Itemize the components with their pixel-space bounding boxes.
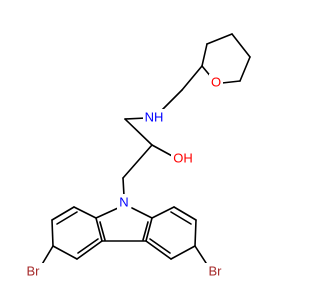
atom-labels: O NH OH N Br Br <box>21 74 227 279</box>
bond-left-5 <box>76 240 103 260</box>
bond-right-double-3 <box>142 221 149 241</box>
bond-thf-c4-o <box>221 80 241 84</box>
bond-right-5 <box>145 240 172 260</box>
bond-right-double-2 <box>149 238 171 254</box>
bond-ch2-nh <box>161 89 183 111</box>
bond-left-double-2 <box>77 238 99 254</box>
bond-c9a-c4a <box>95 217 103 242</box>
bond-choh-ch2 <box>122 144 153 179</box>
bond-left-4 <box>52 245 78 260</box>
bond-n-c8a <box>131 207 153 219</box>
bond-right-1 <box>151 206 175 219</box>
bond-n-c9a <box>95 207 119 219</box>
bromine-label-left: Br <box>27 264 41 279</box>
bond-right-double-1 <box>170 211 192 225</box>
oxygen-label-ring: O <box>211 75 221 90</box>
bond-thf-ch2 <box>181 65 203 91</box>
bond-left-double-3 <box>99 221 106 241</box>
bond-thf-c3-c4 <box>239 56 251 82</box>
bond-thf-c2-c3 <box>231 33 251 58</box>
bond-left-double-1 <box>56 211 78 225</box>
bond-thf-c1-cring <box>201 43 208 67</box>
bond-c8a-c4b <box>145 217 153 242</box>
bonds <box>40 33 251 267</box>
bond-right-4 <box>170 245 196 260</box>
bond-ch2-choh <box>124 118 153 146</box>
bond-nh-ch2 <box>124 117 147 120</box>
bond-left-3 <box>51 219 54 247</box>
amine-label: NH <box>145 110 164 125</box>
bond-left-1 <box>73 206 97 219</box>
bond-thf-c1-c2 <box>206 33 233 45</box>
molecule-structure-diagram: O NH OH N Br Br <box>21 33 251 279</box>
bond-right-br <box>194 245 209 267</box>
bromine-label-right: Br <box>209 264 223 279</box>
bond-choh-oh <box>151 144 175 158</box>
hydroxyl-label: OH <box>173 151 193 166</box>
bond-ch2-n <box>122 177 125 197</box>
bond-right-3 <box>194 219 197 247</box>
bond-left-2 <box>51 206 75 221</box>
bond-right-2 <box>173 206 197 221</box>
carbazole-nitrogen-label: N <box>119 195 128 210</box>
bond-left-br <box>40 245 54 267</box>
